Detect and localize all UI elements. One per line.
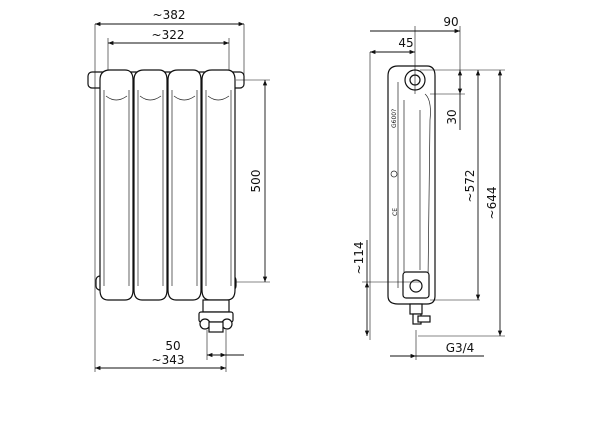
dim-axis-width: ~322 [152, 28, 185, 42]
dim-height-500: 500 [249, 170, 263, 193]
radiator-section-2 [133, 69, 168, 301]
dim-overall-width: ~382 [153, 8, 186, 22]
side-view: G600? CE 90 45 30 ~572 ~644 ~114 [352, 15, 505, 360]
dim-30: 30 [445, 109, 459, 124]
dim-50: 50 [165, 339, 180, 353]
body-logo-icon [390, 170, 398, 178]
front-view: ~382 ~322 500 50 ~343 [87, 8, 270, 372]
dim-90: 90 [443, 15, 458, 29]
radiator-section-4 [201, 69, 236, 301]
radiator-section-3 [167, 69, 202, 301]
radiator-section-1 [99, 69, 134, 301]
body-label-ce: CE [392, 208, 399, 216]
dim-644: ~644 [485, 187, 499, 220]
dim-bottom-width: ~343 [152, 353, 185, 367]
body-label-top: G600? [391, 109, 398, 128]
dim-thread: G3/4 [446, 341, 475, 355]
bottom-valve [198, 299, 234, 333]
dim-114: ~114 [352, 242, 366, 275]
dim-45: 45 [398, 36, 413, 50]
side-body [387, 65, 436, 305]
dim-572: ~572 [463, 170, 477, 203]
